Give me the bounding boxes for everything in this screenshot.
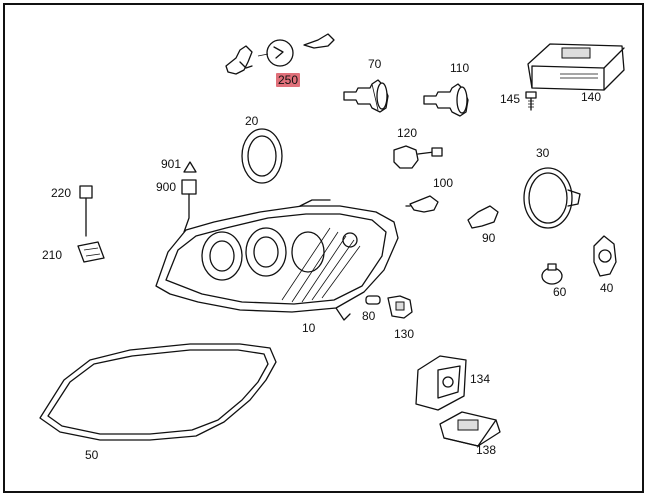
part-145-screw[interactable] — [525, 91, 537, 111]
callout-134[interactable]: 134 — [470, 372, 491, 386]
part-20-ring[interactable] — [241, 128, 283, 184]
callout-110[interactable]: 110 — [450, 61, 470, 75]
part-100-bulb[interactable] — [405, 195, 439, 213]
part-130-socket[interactable] — [387, 295, 413, 319]
callout-250[interactable]: 250 — [276, 73, 301, 87]
part-120-socket[interactable] — [393, 145, 443, 169]
callout-900[interactable]: 900 — [156, 180, 177, 194]
callout-145[interactable]: 145 — [500, 92, 521, 106]
part-110-bulb[interactable] — [423, 83, 469, 117]
callout-80[interactable]: 80 — [362, 309, 376, 323]
part-10-headlamp[interactable] — [155, 199, 399, 321]
part-70-bulb[interactable] — [343, 79, 389, 113]
callout-50[interactable]: 50 — [85, 448, 99, 462]
callout-140[interactable]: 140 — [581, 90, 602, 104]
callout-901[interactable]: 901 — [161, 157, 182, 171]
callout-10[interactable]: 10 — [302, 321, 316, 335]
part-210-clip[interactable] — [77, 241, 105, 263]
diagram-border — [3, 3, 644, 493]
part-900-connector[interactable] — [181, 179, 197, 233]
callout-70[interactable]: 70 — [368, 57, 382, 71]
part-90-bulb[interactable] — [467, 205, 499, 229]
callout-40[interactable]: 40 — [600, 281, 614, 295]
callout-210[interactable]: 210 — [42, 248, 63, 262]
callout-120[interactable]: 120 — [397, 126, 418, 140]
part-250-bracket[interactable] — [225, 33, 335, 75]
part-60-bulb[interactable] — [541, 263, 563, 285]
callout-60[interactable]: 60 — [553, 285, 567, 299]
callout-30[interactable]: 30 — [536, 146, 550, 160]
part-30-reflector[interactable] — [523, 167, 581, 229]
part-40-cover[interactable] — [593, 235, 617, 277]
callout-220[interactable]: 220 — [51, 186, 72, 200]
part-140-control-unit[interactable] — [527, 43, 625, 91]
part-901-clip[interactable] — [183, 161, 197, 173]
callout-130[interactable]: 130 — [394, 327, 415, 341]
callout-90[interactable]: 90 — [482, 231, 496, 245]
callout-138[interactable]: 138 — [476, 443, 497, 457]
callout-100[interactable]: 100 — [433, 176, 454, 190]
part-220-bolt[interactable] — [79, 185, 93, 237]
part-134-plate[interactable] — [415, 355, 467, 411]
part-50-lens[interactable] — [39, 343, 277, 441]
part-80-bulb[interactable] — [365, 295, 381, 305]
part-138-module[interactable] — [439, 411, 501, 447]
callout-20[interactable]: 20 — [245, 114, 259, 128]
